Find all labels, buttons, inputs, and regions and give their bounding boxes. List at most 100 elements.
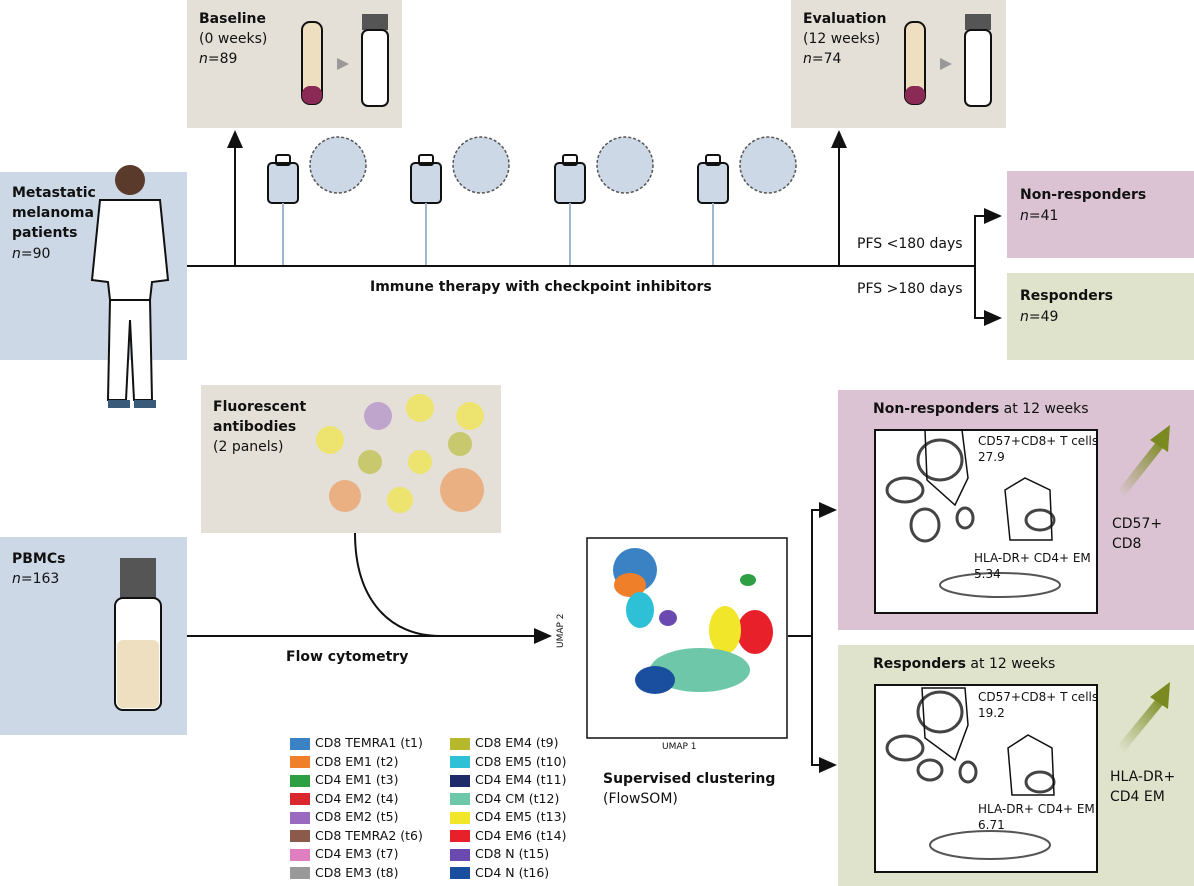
trend-arrow-responders — [1116, 682, 1170, 753]
legend-label: CD4 CM (t12) — [475, 790, 560, 806]
legend-swatch — [290, 793, 310, 805]
evaluation-n: n=74 — [803, 50, 841, 69]
blood-tubes-baseline — [301, 14, 389, 107]
legend-swatch — [450, 756, 470, 768]
resp-arrow-line1: HLA-DR+ — [1110, 769, 1176, 785]
legend-item: CD4 EM6 (t14) — [450, 827, 567, 843]
legend-label: CD8 EM3 (t8) — [315, 864, 399, 880]
n-value: =49 — [1028, 309, 1059, 325]
resp-gate2-value: 6.71 — [978, 818, 1005, 832]
resp-12wk-title: Responders at 12 weeks — [873, 655, 1055, 674]
legend-swatch — [450, 811, 470, 824]
n-symbol: n — [199, 51, 208, 67]
nonresp-gate2-label: HLA-DR+ CD4+ EM — [974, 551, 1091, 565]
nonresp-arrow-line2: CD8 — [1112, 536, 1142, 552]
legend-swatch — [450, 830, 470, 842]
pbmc-tube — [114, 558, 162, 711]
n-value: =89 — [207, 51, 238, 67]
resp-gate1-value: 19.2 — [978, 706, 1005, 720]
legend-swatch — [290, 774, 310, 787]
legend-item: CD4 EM3 (t7) — [290, 847, 399, 861]
responders-n: n=49 — [1020, 308, 1058, 327]
legend-swatch — [450, 848, 470, 861]
legend-item: CD4 EM4 (t11) — [450, 773, 566, 787]
n-symbol: n — [12, 246, 21, 262]
legend-item: CD4 EM5 (t13) — [450, 810, 566, 824]
legend-swatch — [450, 793, 470, 805]
legend-item: CD8 EM3 (t8) — [290, 864, 399, 880]
legend-swatch — [450, 774, 470, 787]
legend-label: CD4 N (t16) — [475, 864, 550, 880]
legend-swatch — [450, 867, 470, 879]
pbmc-title: PBMCs — [12, 551, 66, 567]
legend-label: CD4 EM3 (t7) — [315, 846, 399, 861]
legend-label: CD4 EM5 (t13) — [475, 809, 567, 824]
clustering-line1: Supervised clustering — [603, 771, 776, 787]
patients-line3: patients — [12, 225, 78, 241]
pfs-long-label: PFS >180 days — [857, 281, 963, 297]
baseline-n: n=89 — [199, 50, 237, 69]
umap-ylabel: UMAP 2 — [556, 613, 566, 648]
legend-label: CD4 EM2 (t4) — [315, 790, 399, 806]
contour-plot-nonresponders — [874, 429, 1098, 614]
resp-arrow-line2: CD4 EM — [1110, 789, 1165, 805]
nonresponders-box — [1007, 171, 1194, 258]
n-value: =90 — [20, 246, 51, 262]
responders-box — [1007, 273, 1194, 360]
legend-label: CD8 EM2 (t5) — [315, 809, 399, 824]
responders-title: Responders — [1020, 288, 1113, 304]
resp-gate2-label: HLA-DR+ CD4+ EM — [978, 802, 1095, 816]
resp-gate1-label: CD57+CD8+ T cells — [978, 690, 1099, 704]
title-bold: Responders — [873, 656, 966, 672]
legend-swatch — [290, 756, 310, 768]
legend-label: CD8 TEMRA2 (t6) — [315, 827, 423, 843]
legend-item: CD8 N (t15) — [450, 847, 549, 861]
legend-item: CD4 CM (t12) — [450, 790, 560, 806]
blood-tubes-evaluation — [904, 14, 992, 107]
n-symbol: n — [12, 571, 21, 587]
pfs-short-label: PFS <180 days — [857, 236, 963, 252]
baseline-title: Baseline — [199, 11, 267, 27]
evaluation-sub: (12 weeks) — [803, 31, 881, 47]
antibodies-line1: Fluorescent — [213, 399, 307, 415]
legend-swatch — [290, 737, 310, 750]
legend-item: CD8 EM1 (t2) — [290, 754, 399, 769]
legend-label: CD4 EM6 (t14) — [475, 827, 567, 843]
legend-label: CD8 EM5 (t10) — [475, 753, 567, 769]
legend-label: CD4 EM1 (t3) — [315, 772, 399, 787]
legend-label: CD4 EM4 (t11) — [475, 772, 567, 787]
antibodies-line3: (2 panels) — [213, 439, 284, 455]
infusion-bags — [267, 136, 797, 265]
nonresp-12wk-title: Non-responders at 12 weeks — [873, 400, 1089, 419]
clustering-line2: (FlowSOM) — [603, 791, 678, 807]
patients-n: n=90 — [12, 245, 50, 264]
n-value: =163 — [20, 571, 60, 587]
legend-item: CD4 EM2 (t4) — [290, 790, 399, 806]
trend-arrow-nonresponders — [1116, 425, 1170, 498]
legend-item: CD4 EM1 (t3) — [290, 773, 399, 787]
baseline-sub: (0 weeks) — [199, 31, 268, 47]
legend-swatch — [450, 737, 470, 750]
umap-xlabel: UMAP 1 — [662, 742, 697, 752]
timeline — [187, 130, 1002, 326]
title-rest: at 12 weeks — [965, 656, 1056, 672]
title-bold: Non-responders — [873, 401, 1000, 417]
n-symbol: n — [1020, 208, 1029, 224]
nonresp-gate1-value: 27.9 — [978, 450, 1005, 464]
legend-label: CD8 N (t15) — [475, 846, 550, 861]
patient-figure — [90, 165, 170, 408]
antibodies-line2: antibodies — [213, 419, 297, 435]
umap-plot — [586, 537, 788, 739]
patients-line2: melanoma — [12, 205, 94, 221]
patients-line1: Metastatic — [12, 185, 96, 201]
timeline-label: Immune therapy with checkpoint inhibitor… — [370, 279, 712, 295]
evaluation-title: Evaluation — [803, 11, 887, 27]
legend-item: CD4 N (t16) — [450, 864, 550, 880]
title-rest: at 12 weeks — [999, 401, 1089, 417]
legend-swatch — [290, 848, 310, 861]
legend-swatch — [290, 867, 310, 879]
nonresp-gate2-value: 5.34 — [974, 567, 1001, 581]
n-value: =41 — [1028, 208, 1059, 224]
legend-swatch — [290, 830, 310, 842]
pbmc-n: n=163 — [12, 570, 59, 589]
